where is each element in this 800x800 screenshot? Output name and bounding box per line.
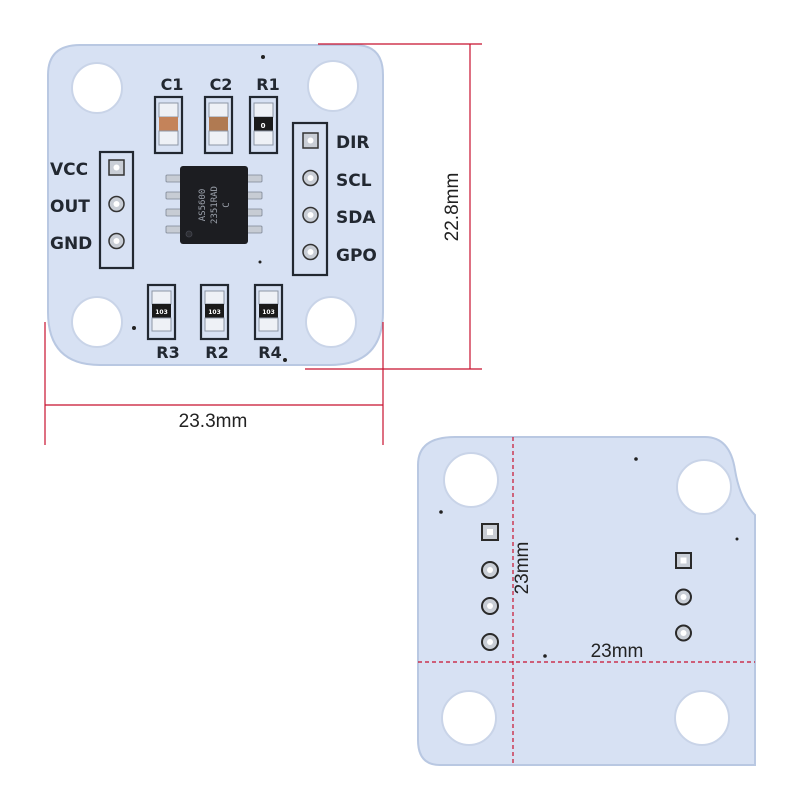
via-dot xyxy=(735,537,739,541)
mounting-hole-top-right xyxy=(307,60,359,112)
r3-code-label: 103 xyxy=(155,309,168,316)
front-board: 0 103 103 103 C1 C2 R1 R3 xyxy=(47,44,384,366)
pin-label-gnd: GND xyxy=(50,234,92,254)
back-dimension-lines xyxy=(418,437,755,765)
label-r2: R2 xyxy=(205,343,228,362)
component-r2: 103 xyxy=(199,283,230,341)
pin-label-out: OUT xyxy=(50,197,90,217)
component-c1 xyxy=(153,95,184,155)
label-r3: R3 xyxy=(156,343,179,362)
via-dot xyxy=(283,358,287,362)
right-pin-header xyxy=(291,121,329,277)
mounting-hole-bottom-right xyxy=(305,296,357,348)
back-mounting-hole-bottom-left xyxy=(441,690,497,746)
component-r3: 103 xyxy=(146,283,177,341)
back-right-pads xyxy=(675,552,692,642)
via-dot xyxy=(132,326,136,330)
left-pin-header xyxy=(98,150,135,270)
back-mounting-hole-top-left xyxy=(443,452,499,508)
pin-label-gpo: GPO xyxy=(336,246,377,266)
pin-label-sda: SDA xyxy=(336,208,376,228)
component-r4: 103 xyxy=(253,283,284,341)
label-r1: R1 xyxy=(256,75,279,94)
back-vertical-dimension-label: 23mm xyxy=(512,542,533,595)
pin-label-dir: DIR xyxy=(336,133,370,153)
via-dot xyxy=(543,654,547,658)
back-left-pads xyxy=(481,523,499,651)
back-mounting-hole-top-right xyxy=(676,459,732,515)
front-dimension-lines xyxy=(44,43,482,445)
r4-code-label: 103 xyxy=(262,309,275,316)
r1-code-label: 0 xyxy=(261,122,266,130)
chip-marking-line2: 2351RAD xyxy=(210,186,220,224)
chip-marking-line3: C xyxy=(222,202,232,207)
via-dot xyxy=(261,55,265,59)
mounting-hole-bottom-left xyxy=(71,296,123,348)
back-board-outline xyxy=(417,436,756,766)
component-c2 xyxy=(203,95,234,155)
pin-label-scl: SCL xyxy=(336,171,372,191)
width-dimension-label: 23.3mm xyxy=(179,411,248,432)
height-dimension-label: 22.8mm xyxy=(442,173,463,242)
chip-marking-line1: AS5600 xyxy=(198,189,208,222)
mounting-hole-top-left xyxy=(71,62,123,114)
back-horizontal-dimension-label: 23mm xyxy=(591,641,644,662)
label-r4: R4 xyxy=(258,343,281,362)
pin-label-vcc: VCC xyxy=(50,160,88,180)
via-dot xyxy=(634,457,638,461)
via-dot xyxy=(258,260,262,264)
r2-code-label: 103 xyxy=(208,309,221,316)
via-dot xyxy=(439,510,443,514)
back-mounting-hole-bottom-right xyxy=(674,690,730,746)
component-r1: 0 xyxy=(248,95,279,155)
back-board xyxy=(417,436,756,766)
as5600-chip: AS5600 2351RAD C xyxy=(165,166,263,244)
label-c2: C2 xyxy=(210,75,233,94)
label-c1: C1 xyxy=(161,75,184,94)
